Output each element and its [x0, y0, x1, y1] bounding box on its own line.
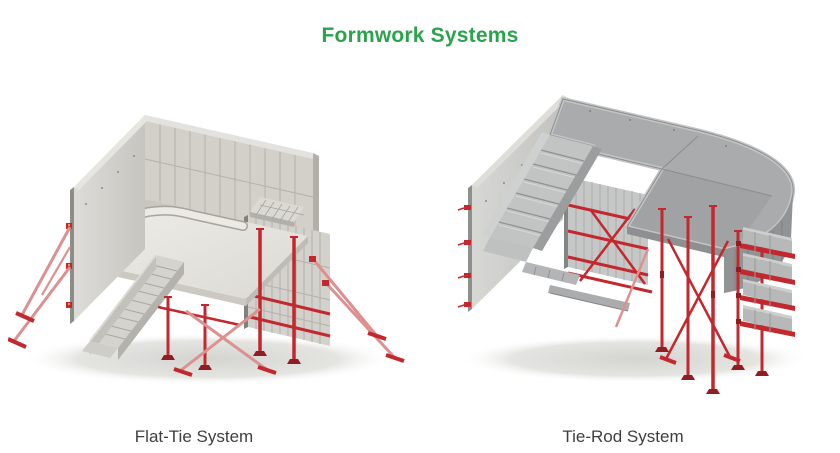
stair-formwork: [482, 132, 630, 312]
access-stair: [82, 254, 184, 360]
shoring-props: [157, 228, 301, 370]
tie-rod-illustration: [457, 95, 811, 394]
ground-shadow: [459, 335, 811, 383]
diagonal-braces: [614, 238, 741, 365]
figure-tie-rod: [430, 58, 830, 400]
walkway-platform: [250, 197, 305, 227]
tie-rod-clamps: [457, 205, 471, 308]
stacked-panels: [736, 227, 795, 337]
left-wall-formwork: [66, 115, 150, 324]
push-pull-braces: [8, 226, 405, 377]
page-title: Formwork Systems: [321, 24, 519, 47]
figure-flat-tie: [8, 58, 408, 400]
ground-shadow: [22, 333, 394, 385]
figure-caption: Flat-Tie System: [134, 427, 254, 446]
figure-caption: Tie-Rod System: [562, 427, 684, 446]
flat-tie-illustration: [8, 115, 405, 385]
mid-wall-panels: [564, 177, 653, 294]
